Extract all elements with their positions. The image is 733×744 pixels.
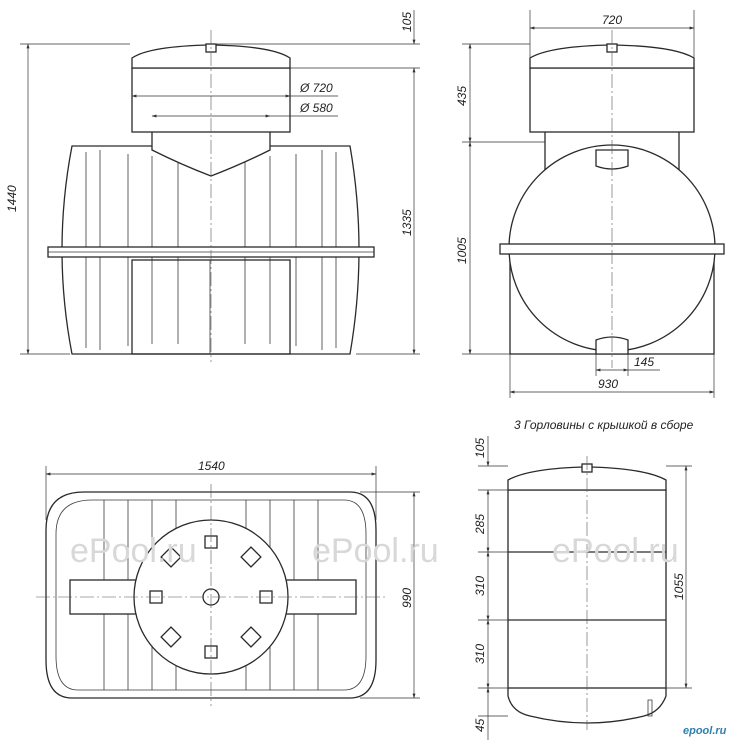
dim-side-overall-width: 930 — [598, 377, 618, 391]
dim-lid-height: 105 — [400, 12, 414, 32]
watermark: ePool.ru — [312, 532, 439, 570]
watermark: ePool.ru — [70, 532, 197, 570]
watermark: ePool.ru — [552, 532, 679, 570]
top-view: 1540 990 — [36, 459, 420, 706]
side-view: 720 435 1005 145 930 — [455, 10, 725, 398]
dim-neck-lid: 105 — [473, 438, 487, 458]
front-view: 1440 105 1335 Ø 720 Ø 580 — [5, 10, 420, 362]
dim-neck-total: 1055 — [672, 573, 686, 600]
dim-side-body-height: 1005 — [455, 237, 469, 264]
dim-neck-ring2: 310 — [473, 576, 487, 596]
dim-neck-base: 45 — [473, 718, 487, 732]
dim-neck-outer-dia: Ø 720 — [299, 81, 333, 95]
dim-body-height: 1335 — [400, 209, 414, 236]
dim-neck-ring3: 310 — [473, 644, 487, 664]
dim-top-length: 1540 — [198, 459, 225, 473]
dim-side-neck-height: 435 — [455, 86, 469, 106]
dim-side-neck-width: 720 — [602, 13, 622, 27]
neck-assembly-view: 105 285 310 310 45 1055 — [473, 436, 692, 740]
site-logo: epool.ru — [683, 725, 727, 737]
caption: 3 Горловины с крышкой в сборе — [514, 418, 694, 432]
dim-neck-inner-dia: Ø 580 — [299, 101, 333, 115]
dim-neck-ring1: 285 — [473, 514, 487, 535]
dim-top-width: 990 — [400, 588, 414, 608]
dim-side-leg-width: 145 — [634, 355, 654, 369]
dim-overall-height: 1440 — [5, 185, 19, 212]
